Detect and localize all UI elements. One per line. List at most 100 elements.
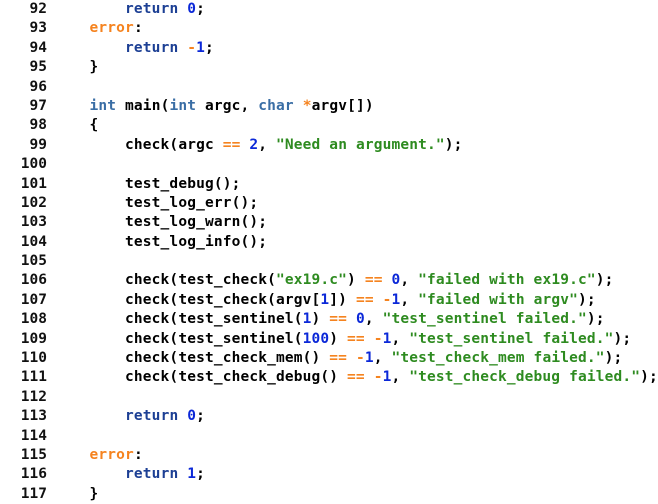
code-line[interactable]: 93 error: bbox=[0, 19, 658, 38]
code-token-punct: : bbox=[133, 20, 143, 37]
code-line-content: error: bbox=[47, 19, 143, 38]
code-token-plain: check(test_check_debug() bbox=[54, 369, 348, 386]
code-line-content: test_log_info(); bbox=[47, 233, 267, 252]
code-line[interactable]: 110 check(test_check_mem() == -1, "test_… bbox=[0, 349, 658, 368]
code-token-type: int bbox=[89, 97, 117, 114]
code-line[interactable]: 102 test_log_err(); bbox=[0, 194, 658, 213]
code-token-plain bbox=[294, 98, 303, 114]
code-line-content: } bbox=[47, 485, 99, 504]
code-line-content: error: bbox=[47, 446, 143, 465]
code-token-num: 1 bbox=[391, 291, 401, 308]
code-token-plain: , bbox=[373, 350, 392, 367]
code-token-plain bbox=[54, 40, 125, 56]
code-token-num: 0 bbox=[187, 408, 197, 425]
code-token-op: * bbox=[302, 97, 312, 114]
code-line[interactable]: 95 } bbox=[0, 58, 658, 77]
code-line[interactable]: 94 return -1; bbox=[0, 39, 658, 58]
code-line[interactable]: 112 bbox=[0, 388, 658, 407]
line-number: 110 bbox=[20, 350, 47, 367]
code-token-plain bbox=[54, 98, 90, 114]
code-token-num: 0 bbox=[391, 272, 401, 289]
code-token-num: 100 bbox=[302, 330, 330, 347]
line-number: 112 bbox=[20, 388, 47, 405]
code-token-plain: check(test_check(argv[ bbox=[54, 291, 321, 308]
code-token-plain: test_log_err(); bbox=[54, 194, 259, 211]
code-token-op: == bbox=[347, 369, 365, 386]
code-token-num: 0 bbox=[355, 311, 365, 328]
code-line-content: } bbox=[47, 58, 99, 77]
code-token-plain bbox=[365, 369, 374, 385]
code-line-content: return 1; bbox=[47, 465, 205, 484]
code-token-plain: , bbox=[391, 330, 410, 347]
code-line-content: test_debug(); bbox=[47, 175, 240, 194]
code-token-op: - bbox=[187, 39, 197, 56]
code-token-plain: ) bbox=[329, 330, 348, 347]
code-token-op: - bbox=[373, 330, 383, 347]
code-token-plain: , bbox=[364, 311, 383, 328]
code-line[interactable]: 115 error: bbox=[0, 446, 658, 465]
code-token-plain bbox=[347, 311, 356, 327]
code-line-content: return 0; bbox=[47, 0, 205, 19]
code-line-content: check(test_check(argv[1]) == -1, "failed… bbox=[47, 291, 596, 310]
code-token-punct: ; bbox=[196, 466, 205, 483]
code-token-str: "test_check_mem failed." bbox=[391, 350, 605, 367]
code-line[interactable]: 92 return 0; bbox=[0, 0, 658, 19]
code-line[interactable]: 114 bbox=[0, 427, 658, 446]
code-token-op: == bbox=[329, 311, 348, 328]
code-token-str: "test_check_debug failed." bbox=[409, 369, 641, 386]
code-token-op: == bbox=[364, 272, 383, 289]
code-token-plain: , bbox=[400, 291, 419, 308]
line-number: 107 bbox=[20, 291, 47, 308]
code-token-plain bbox=[178, 408, 187, 424]
code-token-op: - bbox=[382, 291, 392, 308]
code-token-kw: return bbox=[125, 466, 179, 483]
code-token-plain: test_debug(); bbox=[54, 175, 241, 192]
code-line[interactable]: 116 return 1; bbox=[0, 465, 658, 484]
code-token-label: error bbox=[89, 20, 134, 37]
code-line[interactable]: 101 test_debug(); bbox=[0, 175, 658, 194]
code-line[interactable]: 106 check(test_check("ex19.c") == 0, "fa… bbox=[0, 271, 658, 290]
code-line[interactable]: 104 test_log_info(); bbox=[0, 233, 658, 252]
line-number: 92 bbox=[29, 1, 47, 17]
code-token-punct: : bbox=[133, 446, 143, 463]
line-number: 114 bbox=[20, 427, 47, 444]
code-line[interactable]: 113 return 0; bbox=[0, 407, 658, 426]
code-token-plain: ) bbox=[311, 311, 330, 328]
line-number: 93 bbox=[29, 20, 47, 37]
line-number: 117 bbox=[20, 485, 47, 502]
code-token-kw: return bbox=[125, 408, 179, 425]
code-line[interactable]: 103 test_log_warn(); bbox=[0, 213, 658, 232]
code-line-content: check(test_sentinel(1) == 0, "test_senti… bbox=[47, 310, 605, 329]
line-number: 103 bbox=[20, 214, 47, 231]
code-token-plain bbox=[365, 331, 374, 347]
code-token-punct: ); bbox=[595, 272, 614, 289]
code-line[interactable]: 97 int main(int argc, char *argv[]) bbox=[0, 97, 658, 116]
code-line[interactable]: 117 } bbox=[0, 485, 658, 504]
code-token-op: == bbox=[329, 350, 348, 367]
code-token-str: "ex19.c" bbox=[276, 272, 348, 289]
line-number: 115 bbox=[20, 446, 47, 463]
code-line-content: check(test_sentinel(100) == -1, "test_se… bbox=[47, 330, 631, 349]
line-number: 95 bbox=[29, 59, 47, 76]
code-token-plain: check(argc bbox=[54, 136, 223, 153]
code-line[interactable]: 100 bbox=[0, 155, 658, 174]
code-line[interactable]: 99 check(argc == 2, "Need an argument.")… bbox=[0, 136, 658, 155]
code-token-plain: ) bbox=[347, 272, 365, 289]
code-line[interactable]: 107 check(test_check(argv[1]) == -1, "fa… bbox=[0, 291, 658, 310]
code-line[interactable]: 98 { bbox=[0, 116, 658, 135]
code-line[interactable]: 109 check(test_sentinel(100) == -1, "tes… bbox=[0, 330, 658, 349]
code-line[interactable]: 105 bbox=[0, 252, 658, 271]
code-token-plain: argc, bbox=[196, 97, 259, 114]
code-line[interactable]: 111 check(test_check_debug() == -1, "tes… bbox=[0, 368, 658, 387]
code-line[interactable]: 96 bbox=[0, 78, 658, 97]
code-line-content: check(argc == 2, "Need an argument."); bbox=[47, 136, 463, 155]
code-line-content: int main(int argc, char *argv[]) bbox=[47, 97, 374, 116]
code-token-type: char bbox=[258, 97, 294, 114]
code-line[interactable]: 108 check(test_sentinel(1) == 0, "test_s… bbox=[0, 310, 658, 329]
code-token-num: 0 bbox=[187, 1, 197, 17]
code-token-op: == bbox=[347, 330, 365, 347]
code-token-plain bbox=[347, 350, 356, 366]
code-token-plain: test_log_info(); bbox=[54, 233, 268, 250]
code-token-punct: ); bbox=[577, 291, 596, 308]
